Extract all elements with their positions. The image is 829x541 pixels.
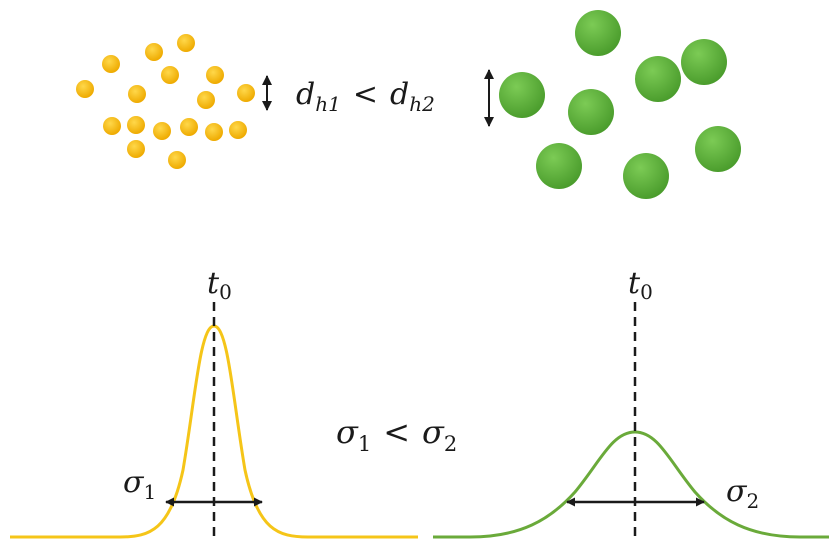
small-particle — [197, 91, 215, 109]
small-particle-cluster — [76, 34, 255, 169]
large-particle — [635, 56, 681, 102]
large-particle — [695, 126, 741, 172]
small-particle — [76, 80, 94, 98]
wide-distribution-curve — [433, 430, 829, 539]
width-relation: σ1<σ2 — [336, 413, 457, 456]
large-particle — [536, 143, 582, 189]
small-particle — [168, 151, 186, 169]
large-particle-cluster — [499, 10, 741, 199]
large-particle — [623, 153, 669, 199]
small-particle — [103, 117, 121, 135]
wide-width-label: σ2 — [726, 474, 759, 513]
large-particle — [568, 89, 614, 135]
small-particle — [180, 118, 198, 136]
small-particle — [205, 123, 223, 141]
left-peak-label: t0 — [207, 266, 232, 304]
large-particle — [681, 39, 727, 85]
small-particle — [127, 116, 145, 134]
small-particle — [127, 140, 145, 158]
small-particle — [229, 121, 247, 139]
small-particle — [145, 43, 163, 61]
small-particle — [161, 66, 179, 84]
large-particle — [575, 10, 621, 56]
small-particle — [128, 85, 146, 103]
small-particle — [102, 55, 120, 73]
small-particle — [153, 122, 171, 140]
large-particle — [499, 72, 545, 118]
narrow-width-label: σ1 — [123, 465, 156, 504]
size-relation: dh1<dh2 — [296, 77, 435, 116]
right-peak-label: t0 — [628, 266, 653, 304]
small-particle — [237, 84, 255, 102]
small-particle — [177, 34, 195, 52]
small-particle — [206, 66, 224, 84]
